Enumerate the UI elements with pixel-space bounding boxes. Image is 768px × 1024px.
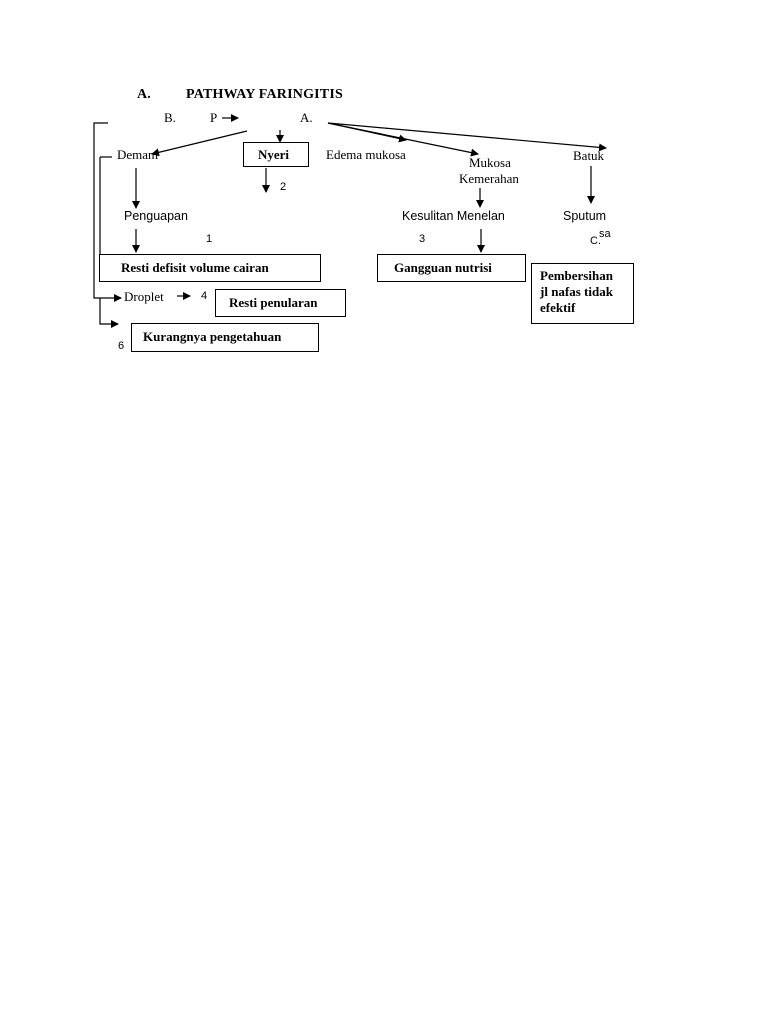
box-pembersihan-line2: jl nafas tidak (540, 284, 613, 299)
box-resti-defisit: Resti defisit volume cairan (99, 254, 321, 282)
number-3: 3 (419, 233, 426, 245)
label-sa: sa (599, 228, 611, 240)
label-c: C. (590, 235, 601, 247)
box-nyeri-label: Nyeri (258, 147, 290, 162)
node-batuk: Batuk (573, 148, 605, 163)
box-resti-penularan-label: Resti penularan (229, 295, 318, 310)
number-1: 1 (206, 233, 213, 245)
box-pembersihan-line1: Pembersihan (540, 268, 613, 283)
label-b: B. (164, 110, 176, 125)
arrow-to-demam (151, 130, 248, 157)
node-sputum: Sputum (563, 209, 607, 223)
box-resti-defisit-label: Resti defisit volume cairan (121, 260, 269, 275)
node-droplet: Droplet (124, 289, 164, 304)
arrow-to-batuk (327, 122, 607, 152)
box-resti-penularan: Resti penularan (215, 289, 346, 317)
node-mukosa: Mukosa (469, 155, 511, 170)
arrow-to-edema (327, 122, 407, 143)
node-demam: Demam (117, 147, 159, 162)
node-penguapan: Penguapan (124, 209, 188, 223)
box-nyeri: Nyeri (243, 142, 309, 167)
number-6: 6 (118, 340, 125, 352)
heading-letter: A. (137, 87, 152, 102)
page-title: PATHWAY FARINGITIS (186, 87, 343, 102)
box-gangguan-nutrisi: Gangguan nutrisi (377, 254, 526, 282)
number-4: 4 (201, 290, 208, 302)
box-pembersihan: Pembersihan jl nafas tidak efektif (531, 263, 634, 324)
node-edema-mukosa: Edema mukosa (326, 147, 406, 162)
box-kurangnya-pengetahuan-label: Kurangnya pengetahuan (143, 329, 282, 344)
node-kesulitan-menelan: Kesulitan Menelan (402, 209, 505, 223)
number-2: 2 (280, 181, 287, 193)
label-a: A. (300, 110, 313, 125)
box-kurangnya-pengetahuan: Kurangnya pengetahuan (131, 323, 319, 352)
label-p: P (210, 110, 218, 125)
box-pembersihan-line3: efektif (540, 300, 576, 315)
bracket-to-kurangnya (99, 298, 119, 328)
box-gangguan-nutrisi-label: Gangguan nutrisi (394, 260, 492, 275)
node-kemerahan: Kemerahan (459, 171, 519, 186)
